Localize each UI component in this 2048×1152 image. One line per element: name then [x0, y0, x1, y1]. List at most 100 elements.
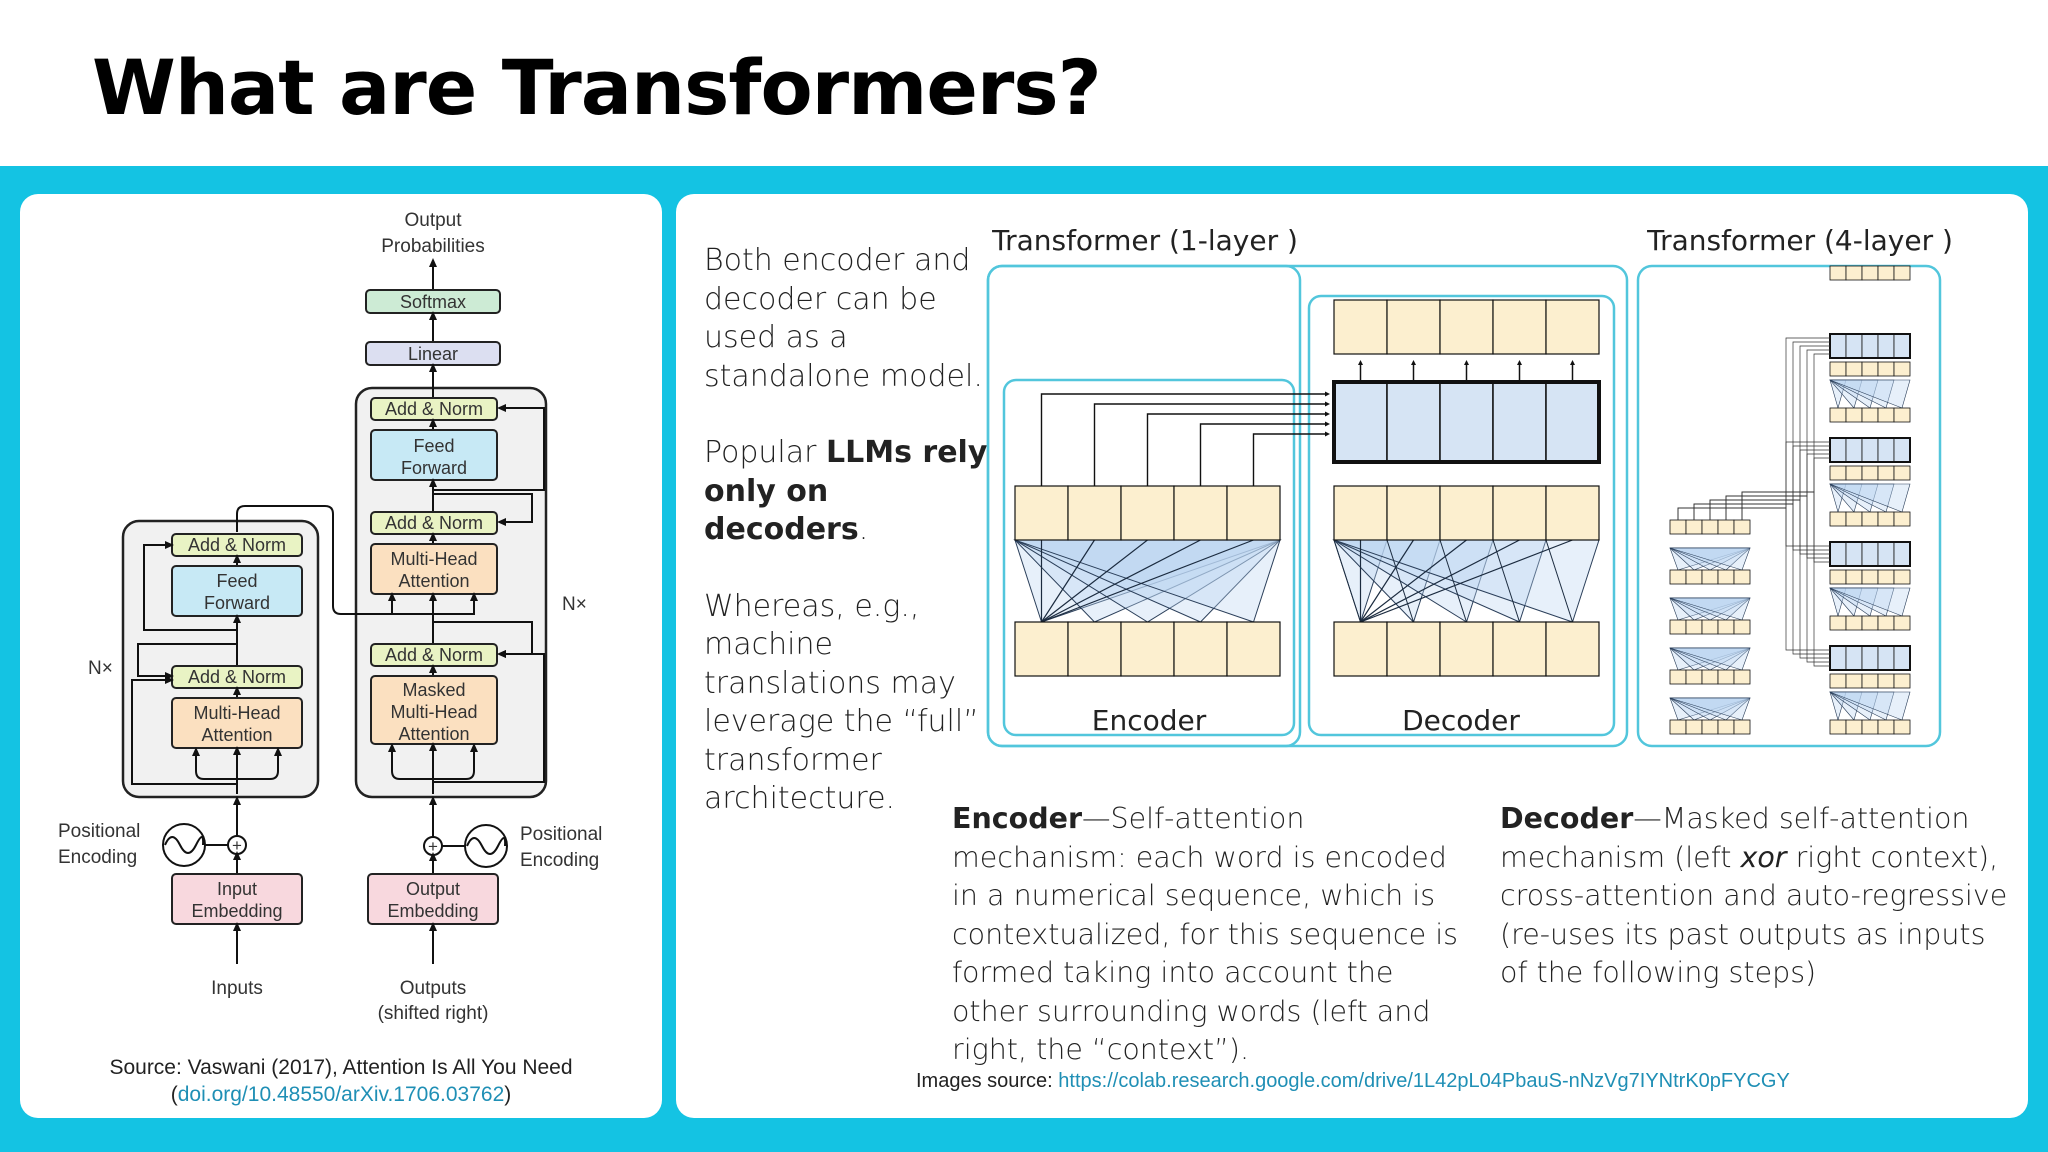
svg-text:Embedding: Embedding [191, 901, 282, 921]
colab-link[interactable]: https://colab.research.google.com/drive/… [1058, 1070, 1790, 1092]
transformer-architecture-diagram: Output Probabilities Softmax Linear Add … [58, 210, 602, 1024]
encoder-input-row [1014, 621, 1281, 677]
source-citation: Source: Vaswani (2017), Attention Is All… [109, 1056, 573, 1079]
decoder-input-cell [1333, 621, 1388, 677]
svg-text:Feed: Feed [413, 436, 454, 456]
mini-decoder-cross-cell [1877, 437, 1895, 463]
mini-encoder-output-cell [1733, 519, 1751, 535]
mini-encoder-cell [1669, 619, 1687, 635]
decoder-attention-triangles [1332, 539, 1600, 624]
mini-decoder-hidden-cell [1861, 361, 1879, 377]
one-layer-outer-frame [986, 264, 1629, 748]
svg-text:Add & Norm: Add & Norm [188, 667, 286, 687]
four-layer-frame [1636, 264, 1942, 748]
four-layer-title: Transformer (4-layer ) [1646, 224, 1953, 257]
mini-encoder-cell [1685, 619, 1703, 635]
decoder-input-cell [1439, 621, 1494, 677]
encoder-output-cell [1120, 485, 1175, 541]
doi-link[interactable]: doi.org/10.48550/arXiv.1706.03762 [177, 1083, 505, 1106]
mini-output-cell [1893, 265, 1911, 281]
mini-decoder-cross-cell [1845, 437, 1863, 463]
mini-encoder-cell [1701, 719, 1719, 735]
mini-cross-line [1677, 337, 1830, 520]
mini-decoder-cell [1861, 615, 1879, 631]
encoder-output-cell [1014, 485, 1069, 541]
mini-cross-line [1693, 341, 1830, 520]
encoder-attention-triangles [1013, 539, 1282, 623]
mini-decoder-fan [1829, 379, 1911, 409]
inputs-label: Inputs [211, 978, 263, 999]
architecture-figure-panel: Output Probabilities Softmax Linear Add … [20, 194, 662, 1118]
cross-attention-line [1146, 411, 1330, 486]
mini-decoder-cell [1861, 407, 1879, 423]
mini-cross-line [1741, 353, 1830, 520]
mini-encoder-output-cell [1685, 519, 1703, 535]
mini-encoder-fan [1669, 597, 1751, 621]
cross-attention-connections [1040, 391, 1330, 486]
svg-text:Multi-Head: Multi-Head [390, 702, 477, 722]
mini-decoder-cell [1845, 615, 1863, 631]
svg-text:Attention: Attention [398, 571, 469, 591]
mini-decoder-cross-cell [1893, 645, 1911, 671]
mini-encoder-cell [1733, 669, 1751, 685]
mini-output-cell [1861, 265, 1879, 281]
mini-encoder-cell [1701, 669, 1719, 685]
mini-cross-line [1709, 345, 1830, 520]
encoder-input-cell [1120, 621, 1175, 677]
mini-decoder-cell [1845, 719, 1863, 735]
mini-decoder-cross-cell [1845, 541, 1863, 567]
intro-paragraph-3: Whereas, e.g., machine translations may … [704, 588, 979, 817]
decoder-input-cell [1386, 621, 1441, 677]
mini-decoder-cell [1877, 719, 1895, 735]
attention-line [1360, 539, 1520, 623]
attention-line [1040, 539, 1096, 623]
decoder-cross-border [1332, 380, 1601, 464]
attention-line [1359, 539, 1415, 623]
mini-decoder-cross-cell [1829, 645, 1847, 671]
svg-text:Embedding: Embedding [387, 901, 478, 921]
mini-encoder-cell [1717, 619, 1735, 635]
svg-text:Add & Norm: Add & Norm [188, 535, 286, 555]
mini-decoder-cell [1829, 407, 1847, 423]
decoder-output-cell [1333, 299, 1388, 355]
mini-output-cell [1829, 265, 1847, 281]
attention-line [1041, 539, 1201, 623]
decoder-cross-cell [1386, 381, 1441, 463]
encoder-input-cell [1226, 621, 1281, 677]
encoder-output-row [1014, 485, 1281, 541]
encoder-input-cell [1173, 621, 1228, 677]
mini-decoder-hidden-cell [1861, 673, 1879, 689]
decoder-input-row [1333, 621, 1600, 677]
mini-encoder-cell [1701, 619, 1719, 635]
mini-decoder-hidden-cell [1845, 569, 1863, 585]
svg-text:Masked: Masked [402, 680, 465, 700]
mini-decoder-hidden-cell [1877, 569, 1895, 585]
mini-decoder-hidden-cell [1845, 361, 1863, 377]
mini-decoder-fan [1829, 587, 1911, 617]
mini-encoder-cell [1717, 669, 1735, 685]
cross-attention-line [1093, 401, 1330, 486]
mini-decoder-cross-cell [1893, 437, 1911, 463]
svg-text:+: + [232, 836, 242, 855]
attention-line [1041, 539, 1148, 623]
encoder-label: Encoder [1092, 704, 1207, 737]
mini-decoder-fan [1829, 483, 1911, 513]
mini-decoder-hidden-cell [1829, 673, 1847, 689]
mini-encoder-cell [1669, 669, 1687, 685]
transformer-layers-diagram: Transformer (1-layer ) Transformer (4-la… [986, 224, 1953, 748]
mini-decoder-hidden-cell [1893, 361, 1911, 377]
attention-line [1360, 539, 1573, 623]
attention-line [1360, 539, 1467, 623]
svg-text:Multi-Head: Multi-Head [390, 549, 477, 569]
encoder-frame [1002, 378, 1296, 737]
decoder-hidden-cell [1439, 485, 1494, 541]
mini-decoder-hidden-cell [1829, 361, 1847, 377]
mini-decoder-hidden-cell [1829, 465, 1847, 481]
decoder-output-cell [1492, 299, 1547, 355]
decoder-output-cell [1386, 299, 1441, 355]
mini-decoder-hidden-cell [1845, 673, 1863, 689]
mini-encoder-cell [1701, 569, 1719, 585]
decoder-hidden-cell [1386, 485, 1441, 541]
mini-decoder-cell [1861, 719, 1879, 735]
mini-decoder-cell [1877, 615, 1895, 631]
